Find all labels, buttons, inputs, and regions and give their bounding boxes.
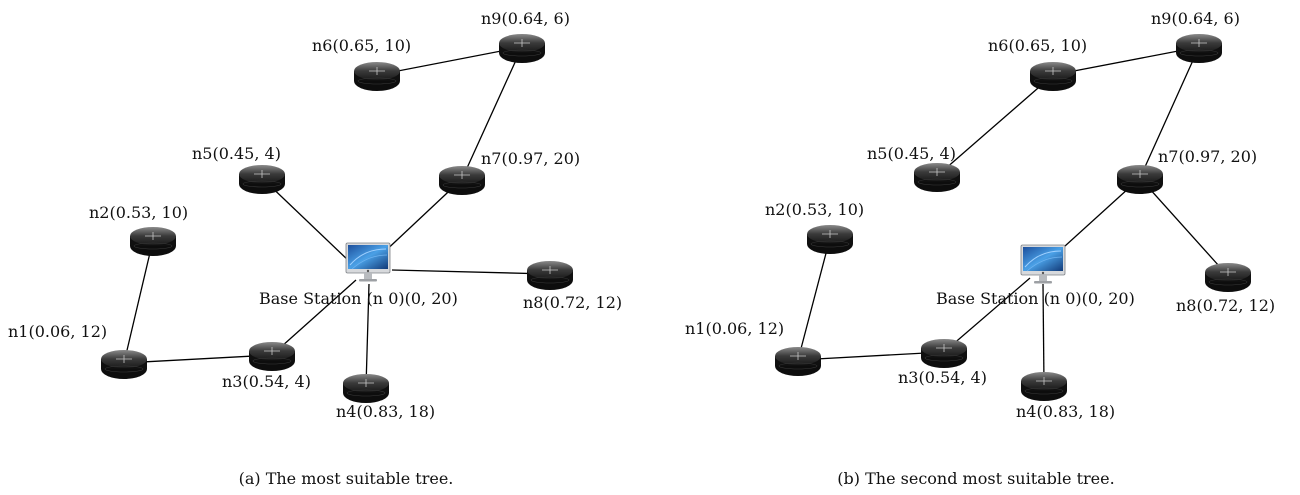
- sensor-a-n9-icon: [498, 33, 546, 64]
- node-b-n8-label: n8(0.72, 12): [1176, 296, 1275, 315]
- edge-b-n9-n6: [1052, 46, 1200, 76]
- edge-b-n0-n4: [1042, 283, 1045, 386]
- node-b-n6-label: n6(0.65, 10): [988, 36, 1087, 55]
- node-a-n9-label: n9(0.64, 6): [481, 9, 570, 28]
- sensor-b-n2-icon: [806, 224, 854, 255]
- sensor-a-n6-icon: [353, 61, 401, 92]
- base-station-b-label: Base Station (n 0)(0, 20): [936, 289, 1135, 308]
- node-a-n7-label: n7(0.97, 20): [481, 149, 580, 168]
- edge-a-n1-n2: [123, 239, 154, 364]
- edge-b-n7-n8: [1139, 177, 1229, 277]
- sensor-a-n4-icon: [342, 373, 390, 404]
- edge-b-n3-n1: [797, 351, 945, 361]
- sensor-b-n1-icon: [774, 346, 822, 377]
- edge-a-n7-n9: [461, 46, 523, 180]
- edge-a-n0-n3: [271, 279, 357, 356]
- node-a-n4-label: n4(0.83, 18): [336, 402, 435, 421]
- panel-a: Base Station (n 0)(0, 20) n1(0.06, 12) n…: [8, 9, 622, 488]
- node-b-n5-label: n5(0.45, 4): [867, 144, 956, 163]
- panel-b: Base Station (n 0)(0, 20) n1(0.06, 12) n…: [685, 9, 1275, 488]
- sensor-b-n5-icon: [913, 162, 961, 193]
- edge-a-n3-n1: [123, 354, 273, 364]
- base-station-b-icon: [1020, 244, 1066, 284]
- base-station-a-label: Base Station (n 0)(0, 20): [259, 289, 458, 308]
- sensor-b-n9-icon: [1175, 33, 1223, 64]
- sensor-b-n4-icon: [1020, 371, 1068, 402]
- edge-b-n1-n2: [797, 237, 831, 361]
- base-station-a-icon: [345, 242, 391, 282]
- edges-a: [123, 46, 551, 388]
- node-b-n3-label: n3(0.54, 4): [898, 368, 987, 387]
- node-b-n4-label: n4(0.83, 18): [1016, 402, 1115, 421]
- sensor-b-n7-icon: [1116, 164, 1164, 195]
- sensor-a-n5-icon: [238, 164, 286, 195]
- sensor-b-n8-icon: [1204, 262, 1252, 293]
- sensor-b-n6-icon: [1029, 61, 1077, 92]
- sensor-a-n8-icon: [526, 260, 574, 291]
- node-b-n1-label: n1(0.06, 12): [685, 319, 784, 338]
- sensor-a-n7-icon: [438, 165, 486, 196]
- node-a-n2-label: n2(0.53, 10): [89, 203, 188, 222]
- sensor-a-n1-icon: [100, 349, 148, 380]
- node-b-n7-label: n7(0.97, 20): [1158, 147, 1257, 166]
- node-b-n2-label: n2(0.53, 10): [765, 200, 864, 219]
- edge-a-n9-n6: [376, 46, 523, 76]
- sensor-a-n3-icon: [248, 341, 296, 372]
- node-a-n5-label: n5(0.45, 4): [192, 144, 281, 163]
- edge-a-n0-n4: [365, 283, 370, 388]
- edge-b-n0-n3: [943, 277, 1031, 353]
- sensor-a-n2-icon: [129, 226, 177, 257]
- sensor-b-n3-icon: [920, 338, 968, 369]
- node-a-n1-label: n1(0.06, 12): [8, 322, 107, 341]
- node-a-n6-label: n6(0.65, 10): [312, 36, 411, 55]
- node-a-n3-label: n3(0.54, 4): [222, 372, 311, 391]
- node-a-n8-label: n8(0.72, 12): [523, 293, 622, 312]
- node-b-n9-label: n9(0.64, 6): [1151, 9, 1240, 28]
- edge-b-n6-n5: [936, 74, 1054, 177]
- caption-b: (b) The second most suitable tree.: [837, 469, 1114, 488]
- edge-a-n0-n8: [391, 269, 551, 275]
- caption-a: (a) The most suitable tree.: [239, 469, 454, 488]
- edge-b-n7-n9: [1139, 46, 1200, 179]
- edge-a-n0-n5: [261, 177, 351, 263]
